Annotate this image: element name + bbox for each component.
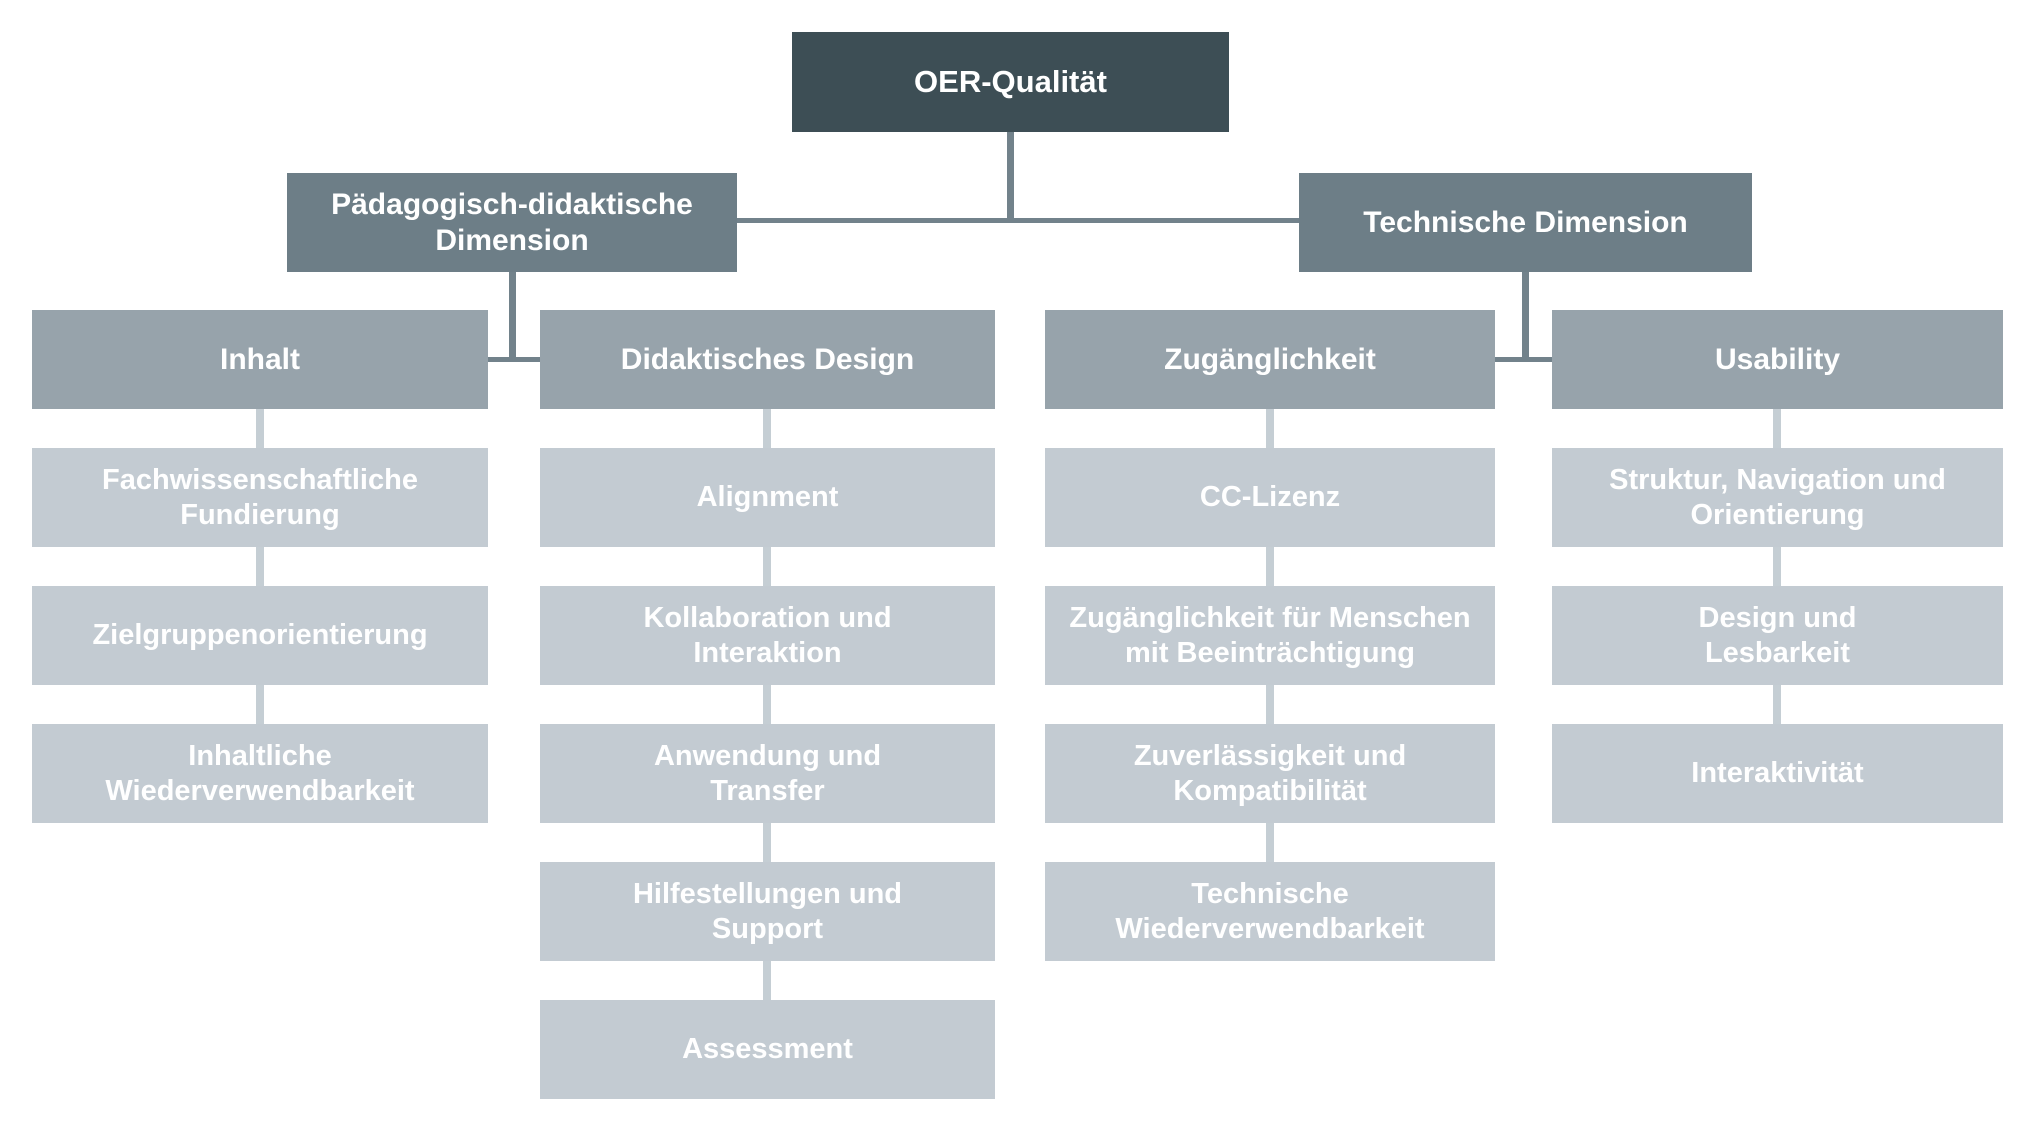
criterion-box-design-und-lesbarkeit: Design und Lesbarkeit: [1552, 586, 2003, 685]
category-header-usability: Usability: [1552, 310, 2003, 409]
connector-zugaenglichkeit-item3: [1266, 685, 1274, 724]
connector-paedagogisch-vertical: [509, 272, 516, 362]
connector-didaktik-item5: [763, 961, 771, 1000]
connector-inhalt-item3: [256, 685, 264, 724]
category-header-didaktisches-design: Didaktisches Design: [540, 310, 995, 409]
criterion-box-cc-lizenz: CC-Lizenz: [1045, 448, 1495, 547]
criterion-box-interaktivitaet: Interaktivität: [1552, 724, 2003, 823]
criterion-box-technische-wiederverwendbarkeit: Technische Wiederverwendbarkeit: [1045, 862, 1495, 961]
criterion-box-struktur-navigation-und-orientierung: Struktur, Navigation und Orientierung: [1552, 448, 2003, 547]
criterion-box-alignment: Alignment: [540, 448, 995, 547]
criterion-box-zuverlaessigkeit-und-kompatibilitaet: Zuverlässigkeit und Kompatibilität: [1045, 724, 1495, 823]
connector-zugaenglichkeit-item4: [1266, 823, 1274, 862]
connector-stub-inhalt-didaktik: [488, 357, 540, 362]
connector-stub-zugaenglichkeit-usability: [1495, 357, 1552, 362]
criterion-box-hilfestellungen-und-support: Hilfestellungen und Support: [540, 862, 995, 961]
criterion-box-zugaenglichkeit-fuer-menschen-mit-beeintraechtigung: Zugänglichkeit für Menschen mit Beeinträ…: [1045, 586, 1495, 685]
connector-dimensions-horizontal: [737, 218, 1299, 223]
criterion-box-kollaboration-und-interaktion: Kollaboration und Interaktion: [540, 586, 995, 685]
category-header-inhalt: Inhalt: [32, 310, 488, 409]
connector-technisch-vertical: [1522, 272, 1529, 362]
connector-didaktik-item1: [763, 409, 771, 448]
connector-zugaenglichkeit-item2: [1266, 547, 1274, 586]
criterion-box-inhaltliche-wiederverwendbarkeit: Inhaltliche Wiederverwendbarkeit: [32, 724, 488, 823]
category-header-zugaenglichkeit: Zugänglichkeit: [1045, 310, 1495, 409]
connector-zugaenglichkeit-item1: [1266, 409, 1274, 448]
connector-didaktik-item2: [763, 547, 771, 586]
criterion-box-fachwissenschaftliche-fundierung: Fachwissenschaftliche Fundierung: [32, 448, 488, 547]
connector-root-vertical: [1007, 132, 1014, 223]
dimension-box-paedagogisch-didaktisch: Pädagogisch-didaktische Dimension: [287, 173, 737, 272]
connector-didaktik-item3: [763, 685, 771, 724]
criterion-box-assessment: Assessment: [540, 1000, 995, 1099]
connector-usability-item2: [1773, 547, 1781, 586]
connector-inhalt-item2: [256, 547, 264, 586]
root-box-oer-qualitaet: OER-Qualität: [792, 32, 1229, 132]
criterion-box-zielgruppenorientierung: Zielgruppenorientierung: [32, 586, 488, 685]
connector-didaktik-item4: [763, 823, 771, 862]
connector-usability-item1: [1773, 409, 1781, 448]
connector-usability-item3: [1773, 685, 1781, 724]
criterion-box-anwendung-und-transfer: Anwendung und Transfer: [540, 724, 995, 823]
dimension-box-technisch: Technische Dimension: [1299, 173, 1752, 272]
connector-inhalt-item1: [256, 409, 264, 448]
